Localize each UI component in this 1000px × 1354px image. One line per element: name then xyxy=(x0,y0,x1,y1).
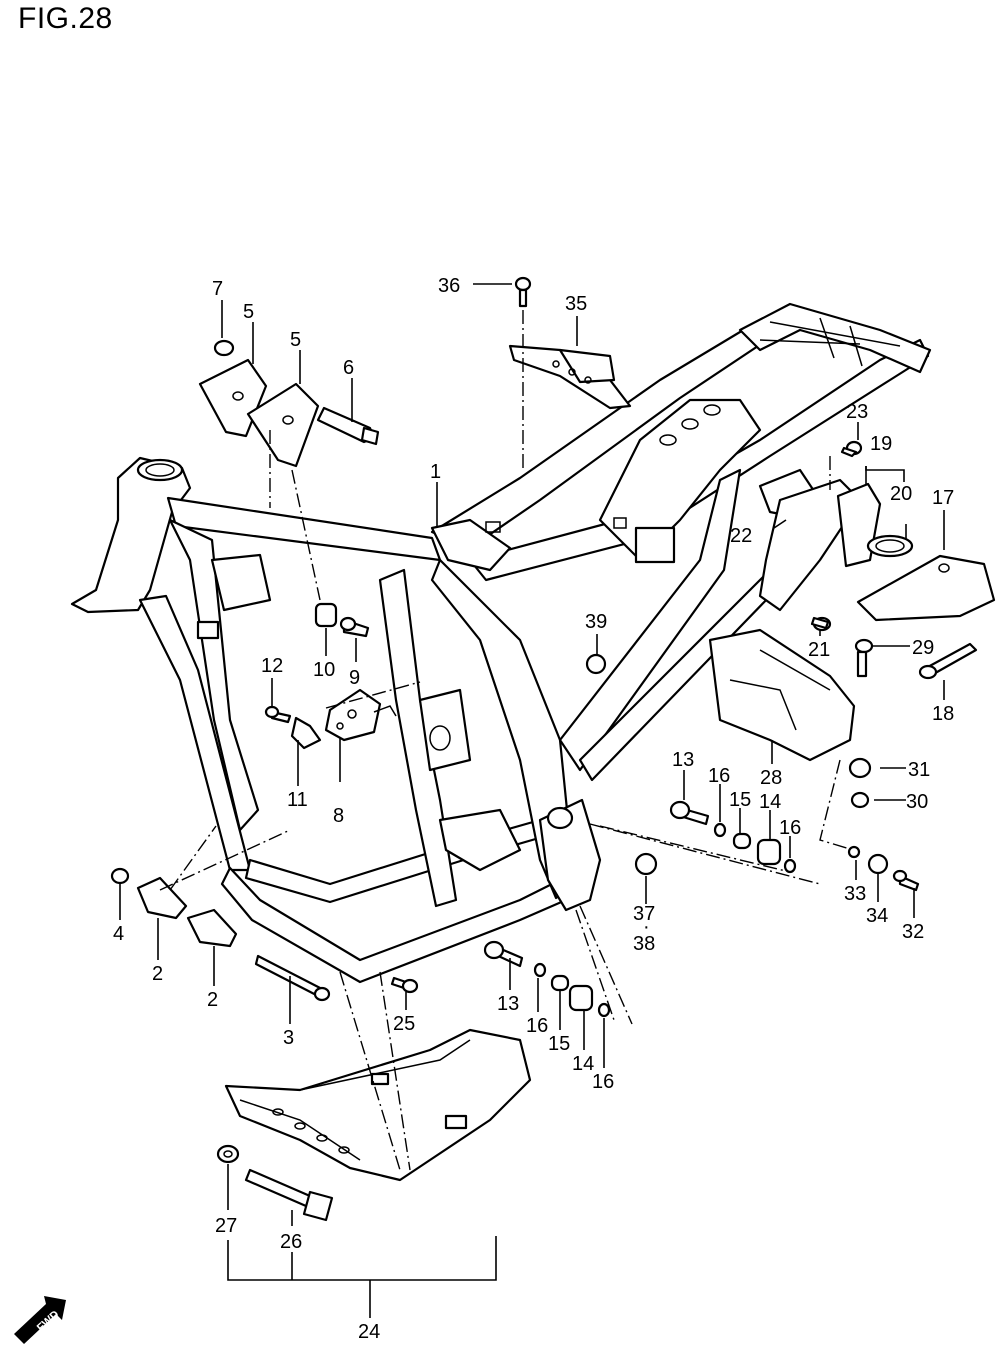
callout-39: 39 xyxy=(585,611,607,633)
callout-16a: 16 xyxy=(708,765,730,787)
callout-dot: · xyxy=(643,916,650,938)
figure-title: FIG.28 xyxy=(18,2,113,35)
fwd-direction-badge: FWD xyxy=(14,1296,66,1344)
callout-13b: 13 xyxy=(497,993,519,1015)
callout-4: 4 xyxy=(113,923,124,945)
callout-15b: 15 xyxy=(548,1033,570,1055)
callout-19: 19 xyxy=(870,433,892,455)
callout-5a: 5 xyxy=(243,301,254,323)
callout-11: 11 xyxy=(287,789,308,811)
callout-26: 26 xyxy=(280,1231,302,1253)
callout-21: 21 xyxy=(808,639,830,661)
callout-14b: 14 xyxy=(572,1053,594,1075)
callout-1: 1 xyxy=(430,461,441,483)
callout-9: 9 xyxy=(349,667,360,689)
callout-15a: 15 xyxy=(729,789,751,811)
callout-29: 29 xyxy=(912,637,934,659)
callout-31: 31 xyxy=(908,759,930,781)
callout-32: 32 xyxy=(902,921,924,943)
callout-10: 10 xyxy=(313,659,335,681)
callout-2a: 2 xyxy=(152,963,163,985)
rear-plate xyxy=(508,276,632,470)
callout-36: 36 xyxy=(438,275,460,297)
callout-20: 20 xyxy=(890,483,912,505)
callout-8: 8 xyxy=(333,805,344,827)
engine-mount-brackets xyxy=(198,339,380,601)
callout-17: 17 xyxy=(932,487,954,509)
hardware-right xyxy=(483,653,920,1025)
callout-25: 25 xyxy=(393,1013,415,1035)
callout-6: 6 xyxy=(343,357,354,379)
callout-23: 23 xyxy=(846,401,868,423)
callout-22: 22 xyxy=(730,525,752,547)
callout-14a: 14 xyxy=(759,791,781,813)
skid-plate xyxy=(216,971,532,1222)
callout-3: 3 xyxy=(283,1027,294,1049)
callout-24: 24 xyxy=(358,1321,380,1343)
leader-lines xyxy=(119,283,945,1318)
lower-left-parts xyxy=(110,825,419,1002)
callout-16b: 16 xyxy=(526,1015,548,1037)
callout-34: 34 xyxy=(866,905,888,927)
callout-7: 7 xyxy=(212,278,223,300)
callout-12: 12 xyxy=(261,655,283,677)
main-frame xyxy=(70,302,932,984)
callout-27: 27 xyxy=(215,1215,237,1237)
callout-28: 28 xyxy=(760,767,782,789)
callout-30: 30 xyxy=(906,791,928,813)
rear-fender-parts xyxy=(708,440,996,853)
callout-13a: 13 xyxy=(672,749,694,771)
callout-2b: 2 xyxy=(207,989,218,1011)
callout-5b: 5 xyxy=(290,329,301,351)
callout-18: 18 xyxy=(932,703,954,725)
callout-16d: 16 xyxy=(592,1071,614,1093)
callout-35: 35 xyxy=(565,293,587,315)
callout-16c: 16 xyxy=(779,817,801,839)
callout-38: 38 xyxy=(633,933,655,955)
callout-33: 33 xyxy=(844,883,866,905)
small-hardware-left xyxy=(264,602,421,750)
callout-labels: 7 5 5 6 1 36 35 12 11 8 10 9 39 4 2 2 3 … xyxy=(113,275,954,1343)
callout-37: 37 xyxy=(633,903,655,925)
